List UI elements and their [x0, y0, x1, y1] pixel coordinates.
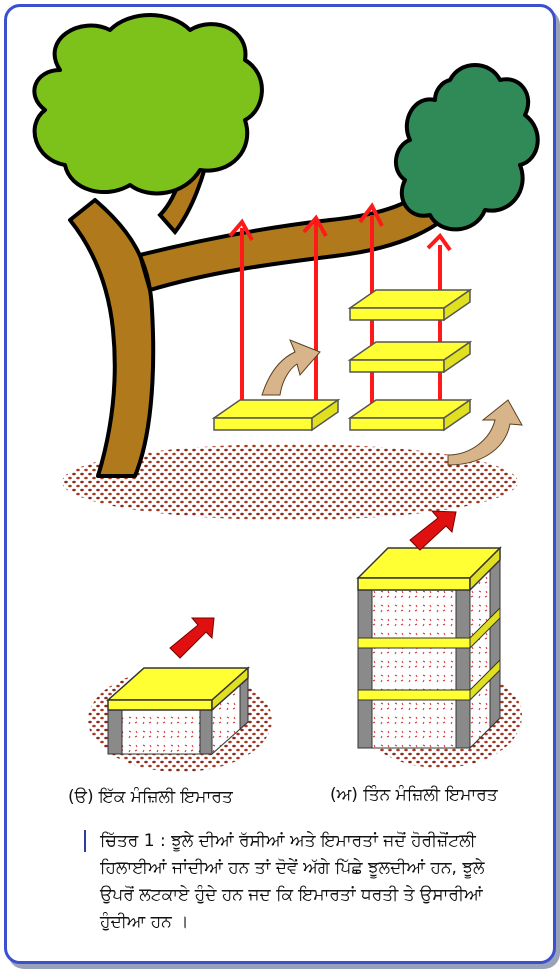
- tree-foliage-right: [396, 65, 538, 229]
- caption-marker: [84, 830, 86, 852]
- three-story-building: [358, 548, 500, 748]
- tree-foliage-left: [34, 15, 262, 193]
- figure-caption: ਚਿੱਤਰ 1 : ਝੂਲੇ ਦੀਆਂ ਰੱਸੀਆਂ ਅਤੇ ਇਮਾਰਤਾਂ ਜ…: [100, 828, 520, 936]
- force-arrow-one-story: [170, 618, 214, 658]
- one-story-building: [108, 668, 248, 754]
- label-single-story-building: (ੳ) ਇੱਕ ਮੰਜ਼ਿਲੀ ਇਮਾਰਤ: [68, 787, 233, 807]
- force-arrow-three-story: [410, 511, 456, 550]
- label-three-story-building: (ਅ) ਤਿੰਨ ਮੰਜ਼ਿਲੀ ਇਮਾਰਤ: [330, 785, 498, 805]
- tree-trunk: [70, 175, 470, 476]
- motion-arrow-left-swing: [262, 340, 320, 395]
